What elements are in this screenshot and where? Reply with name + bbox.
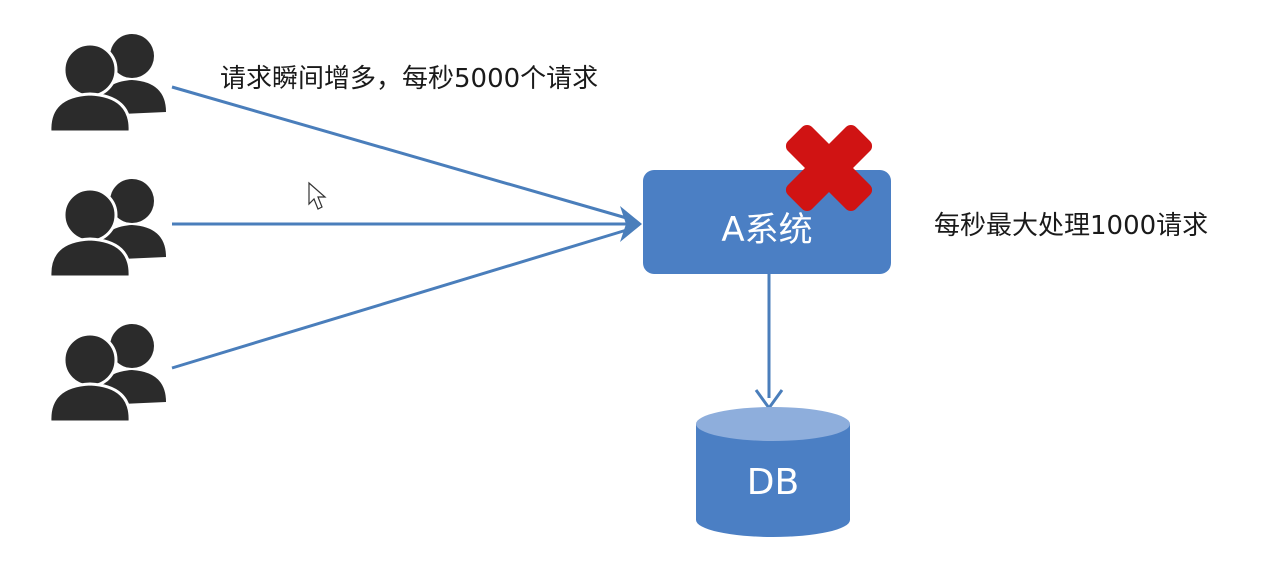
request-arrows [171, 85, 631, 370]
database-cylinder [696, 407, 850, 537]
user-group-icon-3 [48, 322, 168, 424]
red-x-icon [785, 124, 873, 212]
request-arrow-1 [171, 85, 631, 221]
burst-request-label: 请求瞬间增多，每秒5000个请求 [220, 64, 599, 94]
database-label: DB [746, 462, 800, 503]
request-arrow-3 [171, 227, 631, 370]
mouse-cursor-icon [308, 181, 327, 210]
request-arrowhead [620, 206, 642, 242]
system-node [643, 170, 891, 274]
user-group-icon-2 [48, 177, 168, 279]
user-group-icon-1 [48, 32, 168, 134]
capacity-label: 每秒最大处理1000请求 [934, 211, 1209, 241]
system-node-label: A系统 [721, 210, 813, 250]
